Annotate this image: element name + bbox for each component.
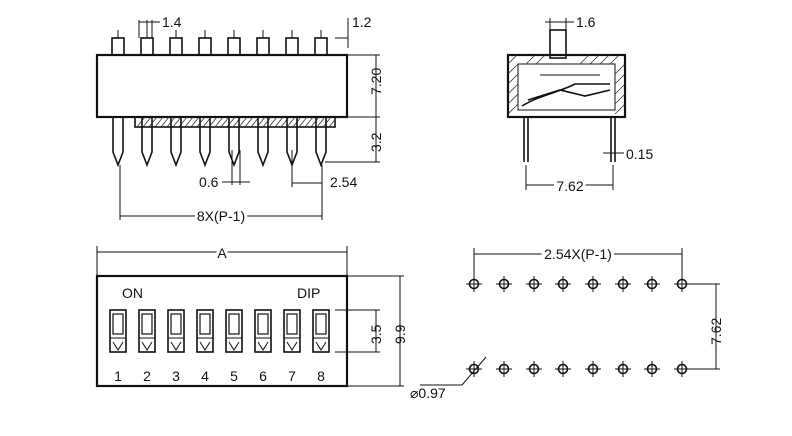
switch-slot bbox=[196, 309, 214, 353]
switch-slot bbox=[167, 309, 185, 353]
switch-actuator bbox=[257, 313, 269, 335]
front-base-hatch-line bbox=[214, 116, 224, 128]
switch-arrow bbox=[315, 341, 327, 351]
front-base-hatch-line bbox=[298, 116, 308, 128]
switch-arrow bbox=[286, 341, 298, 351]
front-base-hatch-line bbox=[304, 116, 314, 128]
switch-arrow bbox=[170, 341, 182, 351]
front-base-hatch-line bbox=[238, 116, 248, 128]
side-lead-label: 0.15 bbox=[626, 146, 653, 162]
footprint-span-label: 2.54X(P-1) bbox=[544, 246, 612, 262]
switch-actuator bbox=[170, 313, 182, 335]
footprint-hole-diameter-label: ⌀0.97 bbox=[410, 385, 446, 401]
front-top-pin bbox=[285, 37, 299, 56]
switch-slot bbox=[254, 309, 272, 353]
front-top-pin bbox=[314, 37, 328, 56]
switch-slot bbox=[225, 309, 243, 353]
front-pitch-label: 2.54 bbox=[330, 174, 357, 190]
switch-actuator bbox=[315, 313, 327, 335]
switch-slot bbox=[312, 309, 330, 353]
switch-arrow bbox=[257, 341, 269, 351]
switch-number: 5 bbox=[230, 368, 238, 384]
switch-number: 3 bbox=[172, 368, 180, 384]
top-body bbox=[95, 274, 349, 388]
switch-actuator bbox=[112, 313, 124, 335]
side-actuator bbox=[549, 29, 567, 59]
side-body bbox=[506, 53, 627, 119]
side-view: 1.6 0.15 7.62 bbox=[506, 14, 653, 197]
front-base-hatch-line bbox=[148, 116, 158, 128]
front-base-hatch-line bbox=[310, 116, 320, 128]
top-on-label: ON bbox=[122, 285, 143, 301]
front-top-pin bbox=[256, 37, 270, 56]
switch-number: 4 bbox=[201, 368, 209, 384]
side-actuator-width-label: 1.6 bbox=[576, 14, 596, 30]
side-body-hatch bbox=[507, 54, 626, 115]
switch-arrow bbox=[199, 341, 211, 351]
front-lead bbox=[228, 117, 240, 168]
top-view: A ON DIP 1 2 3 4 5 6 7 8 3.5 9.9 bbox=[95, 242, 408, 388]
switch-number: 2 bbox=[143, 368, 151, 384]
front-base-hatch-line bbox=[196, 116, 206, 128]
front-lead bbox=[199, 117, 211, 168]
switch-number: 1 bbox=[114, 368, 122, 384]
switch-slot bbox=[138, 309, 156, 353]
top-switch-height-label: 3.5 bbox=[368, 324, 384, 344]
top-dip-label: DIP bbox=[297, 285, 320, 301]
front-base-hatch-line bbox=[160, 116, 170, 128]
front-base-hatch-line bbox=[274, 116, 284, 128]
front-base-hatch-line bbox=[322, 116, 332, 128]
switch-actuator bbox=[199, 313, 211, 335]
front-lead bbox=[112, 117, 124, 168]
front-base-hatch-line bbox=[328, 116, 338, 128]
front-lead bbox=[141, 117, 153, 168]
top-length-label: A bbox=[217, 245, 227, 261]
front-base-hatch-line bbox=[220, 116, 230, 128]
switch-number: 6 bbox=[259, 368, 267, 384]
switch-arrow bbox=[141, 341, 153, 351]
front-span-label: 8X(P-1) bbox=[197, 208, 245, 224]
front-base-hatch-line bbox=[316, 116, 326, 128]
front-top-pin bbox=[111, 37, 125, 56]
front-lead-length-label: 3.2 bbox=[368, 132, 384, 152]
front-top-pin bbox=[140, 37, 154, 56]
front-lead bbox=[257, 117, 269, 168]
switch-actuator bbox=[141, 313, 153, 335]
front-base-hatch-line bbox=[142, 116, 152, 128]
front-top-pin bbox=[227, 37, 241, 56]
top-body-width-label: 9.9 bbox=[392, 324, 408, 344]
front-base-hatch-line bbox=[154, 116, 164, 128]
switch-arrow bbox=[228, 341, 240, 351]
switch-number: 7 bbox=[288, 368, 296, 384]
front-top-pin bbox=[198, 37, 212, 56]
front-body bbox=[95, 53, 349, 119]
front-base-hatch-line bbox=[244, 116, 254, 128]
front-base-hatch-line bbox=[268, 116, 278, 128]
front-top-pin bbox=[169, 37, 183, 56]
footprint-row-spacing-label: 7.62 bbox=[708, 318, 724, 345]
front-lead bbox=[170, 117, 182, 168]
switch-number: 8 bbox=[317, 368, 325, 384]
switch-slot bbox=[109, 309, 127, 353]
switch-arrow bbox=[112, 341, 124, 351]
switch-slot bbox=[283, 309, 301, 353]
front-base-hatch-line bbox=[184, 116, 194, 128]
front-base-hatch-line bbox=[190, 116, 200, 128]
front-base-hatch-line bbox=[262, 116, 272, 128]
front-base-hatch-line bbox=[286, 116, 296, 128]
front-lead bbox=[315, 117, 327, 168]
front-lead-width-label: 0.6 bbox=[199, 174, 219, 190]
front-pin-pitch-label: 1.4 bbox=[162, 14, 182, 30]
front-base-hatch-line bbox=[172, 116, 182, 128]
front-body-height-label: 7.20 bbox=[368, 68, 384, 95]
switch-actuator bbox=[286, 313, 298, 335]
front-base-hatch-line bbox=[136, 116, 146, 128]
footprint-view: 2.54X(P-1) 7.62 ⌀0.97 bbox=[410, 243, 724, 401]
front-view: 1.4 1.2 7.20 3.2 0.6 2.54 8X(P-1) bbox=[95, 14, 384, 227]
side-row-spacing-label: 7.62 bbox=[556, 178, 583, 194]
switch-actuator bbox=[228, 313, 240, 335]
front-lead-thickness-label: 1.2 bbox=[352, 14, 372, 30]
